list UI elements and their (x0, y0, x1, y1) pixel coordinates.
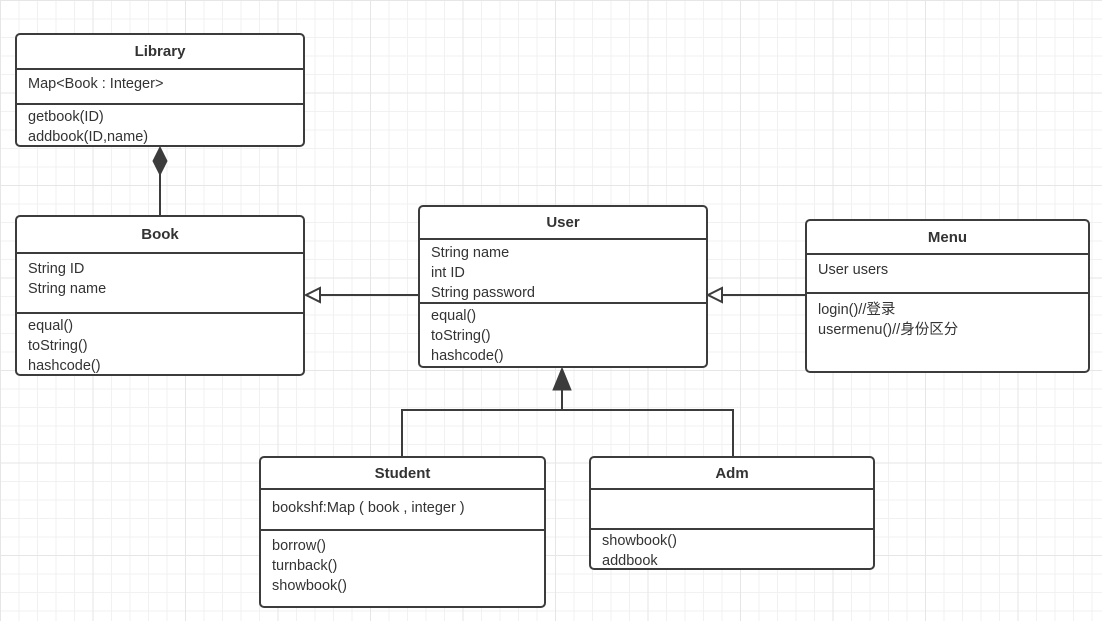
connector-user-book-arrow[interactable] (303, 286, 418, 304)
composition-diamond-icon (152, 145, 168, 177)
attribute-line: String name (28, 281, 107, 297)
method-line: login()//登录 (818, 302, 896, 318)
connector-book-library-composition[interactable] (152, 145, 168, 215)
methods-section: showbook() addbook (591, 528, 873, 568)
class-title: User (546, 214, 580, 231)
method-line: getbook(ID) (28, 109, 104, 125)
attributes-section: String ID String name (17, 252, 303, 312)
class-title: Student (374, 464, 431, 482)
hollow-arrowhead-icon (303, 286, 321, 304)
attribute-line: String ID (28, 261, 85, 277)
method-line: showbook() (272, 578, 347, 594)
method-line: turnback() (272, 558, 338, 574)
attribute-line: String password (431, 285, 535, 301)
class-title: Book (141, 226, 179, 243)
method-line: addbook (602, 553, 658, 568)
class-adm[interactable]: Adm showbook() addbook (589, 456, 875, 570)
hollow-arrowhead-icon (705, 286, 723, 304)
attribute-line: int ID (431, 265, 465, 281)
methods-section: equal() toString() hashcode() (17, 312, 303, 374)
method-line: equal() (28, 318, 74, 334)
methods-section: login()//登录 usermenu()//身份区分 (807, 292, 1088, 371)
class-title: Adm (715, 464, 749, 482)
generalization-arrowhead-icon (552, 366, 572, 391)
method-line: equal() (431, 308, 477, 324)
method-line: showbook() (602, 533, 677, 549)
method-line: toString() (431, 328, 491, 344)
class-library[interactable]: Library Map<Book : Integer> getbook(ID) … (15, 33, 305, 147)
method-line: borrow() (272, 538, 326, 554)
method-line: toString() (28, 338, 88, 354)
methods-section: equal() toString() hashcode() (420, 302, 706, 366)
attribute-line: String name (431, 245, 510, 261)
class-book[interactable]: Book String ID String name equal() toStr… (15, 215, 305, 376)
attributes-section: bookshf:Map ( book , integer ) (261, 488, 544, 529)
class-menu[interactable]: Menu User users login()//登录 usermenu()//… (805, 219, 1090, 373)
attribute-line: Map<Book : Integer> (28, 76, 164, 92)
class-student[interactable]: Student bookshf:Map ( book , integer ) b… (259, 456, 546, 608)
attributes-section (591, 488, 873, 528)
class-title: Menu (927, 228, 968, 246)
method-line: addbook(ID,name) (28, 129, 149, 145)
method-line: usermenu()//身份区分 (818, 322, 959, 338)
attribute-line: User users (818, 262, 889, 278)
attribute-line: bookshf:Map ( book , integer ) (272, 500, 465, 516)
connector-generalization-tree[interactable] (401, 366, 734, 456)
method-line: hashcode() (431, 348, 504, 364)
methods-section: getbook(ID) addbook(ID,name) (17, 103, 303, 145)
class-user[interactable]: User String name int ID String password … (418, 205, 708, 368)
connector-menu-user-arrow[interactable] (705, 286, 805, 304)
method-line: hashcode() (28, 358, 101, 374)
attributes-section: Map<Book : Integer> (17, 68, 303, 103)
methods-section: borrow() turnback() showbook() (261, 529, 544, 606)
attributes-section: User users (807, 253, 1088, 292)
class-title: Library (134, 43, 186, 60)
attributes-section: String name int ID String password (420, 238, 706, 302)
